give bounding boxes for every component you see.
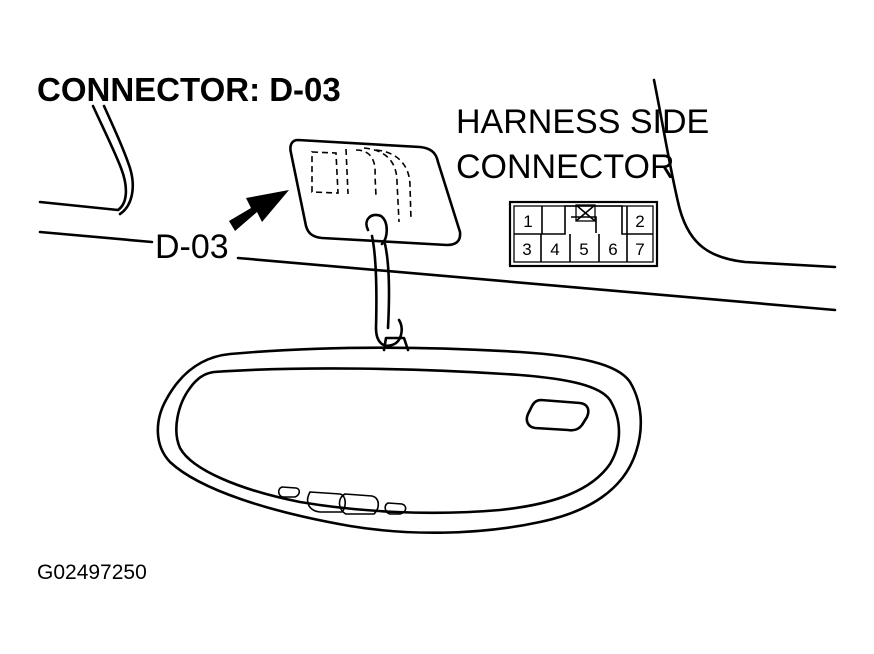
pin-4-label: 4 (550, 240, 559, 259)
harness-cable (365, 213, 403, 348)
keyway-x-icon (575, 204, 596, 222)
pin-2-label: 2 (635, 212, 644, 231)
pointer-arrow-icon (229, 190, 289, 231)
harness-label-line-1: HARNESS SIDE (456, 103, 709, 141)
headliner-outline (38, 78, 837, 312)
connector-pin-diagram: 1 2 3 4 5 6 7 (508, 200, 659, 268)
figure-id: G02497250 (37, 561, 147, 584)
diagram-title: CONNECTOR: D-03 (37, 71, 341, 108)
connector-d03-housing (289, 138, 462, 247)
harness-label-line-2: CONNECTOR (456, 148, 675, 186)
callout-label: D-03 (155, 228, 229, 266)
pin-7-label: 7 (635, 240, 644, 259)
pin-3-label: 3 (522, 240, 531, 259)
pin-6-label: 6 (608, 240, 617, 259)
pin-1-label: 1 (523, 212, 532, 231)
pin-5-label: 5 (579, 240, 588, 259)
rear-view-mirror (156, 336, 643, 535)
